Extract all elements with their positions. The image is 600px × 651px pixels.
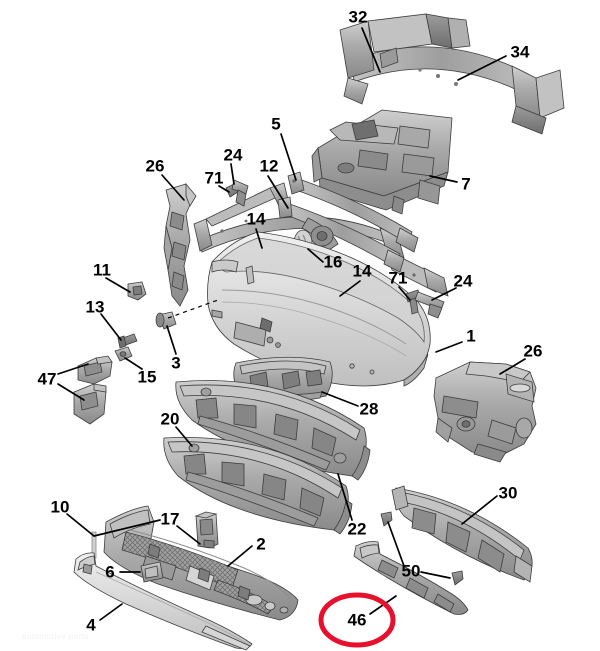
callout-24-right[interactable]: 24 [453,271,473,291]
callout-28[interactable]: 28 [359,399,379,419]
callout-47[interactable]: 47 [37,369,57,389]
part-34-bumper-crossmember-upper [339,13,565,135]
part-26-wheel-arch-liner-left [163,182,197,307]
callout-15[interactable]: 15 [137,367,157,387]
part-22-lower-grille-support-lower [163,437,353,535]
callout-14-right[interactable]: 14 [352,261,372,281]
callout-6[interactable]: 6 [105,562,115,582]
callout-4[interactable]: 4 [86,615,96,635]
callout-14-left[interactable]: 14 [246,209,266,229]
part-26-wheel-arch-liner-right [433,361,537,463]
callout-46-highlighted[interactable]: 46 [347,610,367,630]
callout-32[interactable]: 32 [348,7,368,27]
callout-71-right[interactable]: 71 [388,268,408,288]
callout-7[interactable]: 7 [461,174,471,194]
callout-12[interactable]: 12 [259,156,279,176]
part-6-license-plate-holder [140,561,164,583]
part-3-mounting-stud [155,311,177,330]
part-4-front-spoiler-lip [73,552,253,651]
callout-20[interactable]: 20 [160,409,180,429]
part-24-bumper-bracket-right [414,291,445,319]
part-46-lower-valance-trim [353,541,469,615]
callout-50[interactable]: 50 [401,561,421,581]
callout-3[interactable]: 3 [171,353,181,373]
callout-24-left[interactable]: 24 [223,145,243,165]
part-11-retainer-clip [127,281,147,301]
parts-artwork [73,13,565,651]
part-5-upper-grille-support-bar [287,171,419,253]
part-50-push-rivet-fasteners [380,511,464,586]
alignment-dashed-line [167,299,219,319]
part-17-tow-hook-cover-bracket [194,511,219,549]
callout-26-right[interactable]: 26 [523,341,543,361]
part-10-grille-badge-strip [91,531,97,559]
part-1-front-bumper-cover [207,231,431,387]
callout-17[interactable]: 17 [160,509,180,529]
callout-5[interactable]: 5 [271,114,281,134]
callout-leader-lines [57,27,526,621]
part-46-highlight-ellipse [318,592,396,648]
part-30-impact-absorber-foam [391,485,533,583]
callout-26-left[interactable]: 26 [145,156,165,176]
part-2-lower-grille-assembly [103,505,299,621]
part-20-lower-grille-support-upper [175,380,371,481]
callout-22[interactable]: 22 [347,519,367,539]
part-24-bumper-bracket-left [231,179,249,207]
part-7-front-body-panel [311,109,453,215]
callout-30[interactable]: 30 [498,483,518,503]
callout-1[interactable]: 1 [466,326,476,346]
callout-71-left[interactable]: 71 [204,168,224,188]
callout-11[interactable]: 11 [93,260,111,280]
callout-16[interactable]: 16 [323,252,343,272]
part-13-screw-fastener [117,333,138,349]
callout-13[interactable]: 13 [85,297,105,317]
callout-34[interactable]: 34 [510,42,530,62]
watermark-text: automotive parts [22,632,90,641]
callout-2[interactable]: 2 [256,534,266,554]
callout-10[interactable]: 10 [50,497,70,517]
part-15-nut-clip [114,346,133,362]
